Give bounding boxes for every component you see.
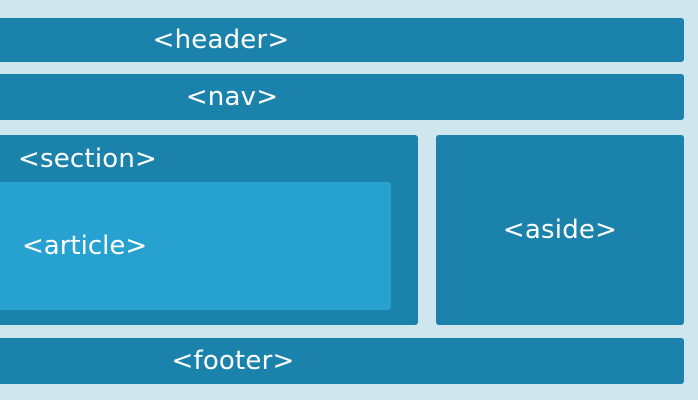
- footer-label: <footer>: [171, 346, 295, 376]
- aside-label: <aside>: [502, 215, 618, 245]
- header-block: <header>: [0, 18, 684, 62]
- footer-block: <footer>: [0, 338, 684, 384]
- aside-block: <aside>: [436, 135, 684, 325]
- header-label: <header>: [152, 25, 290, 55]
- nav-label: <nav>: [185, 82, 279, 112]
- article-block: <article>: [0, 182, 391, 310]
- section-label: <section>: [18, 144, 158, 174]
- nav-block: <nav>: [0, 74, 684, 120]
- article-label: <article>: [22, 231, 148, 261]
